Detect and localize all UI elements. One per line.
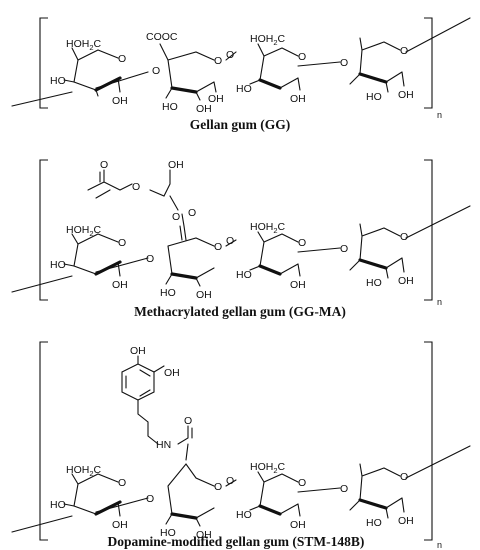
right-bracket xyxy=(424,159,433,301)
hydroxyl-label: OH xyxy=(196,529,212,541)
hydroxyl-label: OH xyxy=(196,289,212,301)
repeat-unit-label: n xyxy=(437,297,442,307)
panel-dopamine-modified-gellan-gum: n OH OH HN O HOH2C O HO OH O xyxy=(11,341,471,550)
backbone-chain xyxy=(11,445,471,533)
hydroxyl-label: HO xyxy=(236,509,252,521)
hydroxyl-label: HO xyxy=(366,91,382,103)
sugar-ring-2: O O HO OH xyxy=(146,237,222,301)
ring-oxygen-label: O xyxy=(298,237,306,249)
ring-oxygen-label: O xyxy=(214,481,222,493)
hydroxyl-label: HO xyxy=(236,83,252,95)
hydroxyl-label: OH xyxy=(196,103,212,115)
hydroxyl-label: OH xyxy=(290,519,306,531)
hydroxyl-label: HO xyxy=(50,75,66,87)
hydroxyl-label: OH xyxy=(290,93,306,105)
sugar-ring-1: HOH2C O HO OH xyxy=(50,224,128,291)
hydroxyl-label: HO xyxy=(50,259,66,271)
hydroxyl-label: OH xyxy=(398,515,414,527)
amide-nitrogen-label: HN xyxy=(156,439,171,451)
sugar-ring-1: HOH2C O HO OH xyxy=(50,464,128,531)
hydroxyl-label: OH xyxy=(112,279,128,291)
hydroxymethyl-label: HOH2C xyxy=(250,461,286,475)
linkage-oxygen-label: O xyxy=(340,57,348,69)
linkage-oxygen-label: O xyxy=(226,49,234,61)
hydroxyl-label: OH xyxy=(112,519,128,531)
ring-oxygen-label: O xyxy=(400,471,408,483)
sugar-ring-3: HOH2C O HO OH O xyxy=(226,221,306,291)
hydroxyl-label: OH xyxy=(112,95,128,107)
hydroxymethyl-label: HOH2C xyxy=(250,221,286,235)
hydroxyl-label: HO xyxy=(160,287,176,299)
hydroxyl-label: OH xyxy=(398,89,414,101)
hydroxyl-label: HO xyxy=(236,269,252,281)
hydroxymethyl-label: HOH2C xyxy=(66,224,102,238)
hydroxyl-label: HO xyxy=(50,499,66,511)
carboxylate-label: COOC xyxy=(146,31,178,43)
methacrylate-side-chain: O O OH O O xyxy=(87,159,196,241)
hydroxyl-label: HO xyxy=(162,101,178,113)
right-bracket xyxy=(424,17,433,109)
hydroxyl-label: OH xyxy=(164,367,180,379)
hydroxyl-label: OH xyxy=(130,345,146,357)
sugar-ring-1: HOH2C O HO OH xyxy=(50,38,128,107)
sugar-ring-3: HOH2C O HO OH O xyxy=(226,461,306,531)
hydroxyl-label: OH xyxy=(168,159,184,171)
hydroxymethyl-label: HOH2C xyxy=(250,33,286,47)
left-bracket xyxy=(39,17,48,109)
structure-caption: Gellan gum (GG) xyxy=(190,117,291,132)
ring-oxygen-label: O xyxy=(298,51,306,63)
linkage-oxygen-label: O xyxy=(146,253,154,265)
linkage-oxygen-label: O xyxy=(226,475,234,487)
sugar-ring-4: O O HO OH xyxy=(340,37,414,103)
ring-oxygen-label: O xyxy=(118,237,126,249)
amide-oxygen-label: O xyxy=(184,415,192,427)
ring-oxygen-label: O xyxy=(400,231,408,243)
linkage-oxygen-label: O xyxy=(340,483,348,495)
panel-gellan-gum: n HOH2C O HO OH COOC O O HO OH OH xyxy=(11,17,471,132)
ring-oxygen-label: O xyxy=(214,55,222,67)
hydroxymethyl-label: HOH2C xyxy=(66,464,102,478)
linkage-oxygen-label: O xyxy=(226,235,234,247)
ester-oxygen-label: O xyxy=(172,211,180,223)
hydroxyl-label: OH xyxy=(290,279,306,291)
hydroxyl-label: OH xyxy=(398,275,414,287)
backbone-chain xyxy=(11,17,471,107)
linkage-oxygen-label: O xyxy=(152,65,160,77)
ester-carbonyl-oxygen-label: O xyxy=(100,159,108,171)
hydroxyl-label: HO xyxy=(366,517,382,529)
hydroxyl-label: HO xyxy=(160,527,176,539)
sugar-ring-2: O O HO OH xyxy=(146,463,222,541)
structure-caption: Dopamine-modified gellan gum (STM-148B) xyxy=(108,534,365,549)
repeat-unit-label: n xyxy=(437,540,442,550)
sugar-ring-3: HOH2C O HO OH O xyxy=(226,33,306,105)
panel-methacrylated-gellan-gum: n O O OH O O HOH2C O HO OH O O HO xyxy=(11,159,471,319)
ring-oxygen-label: O xyxy=(118,53,126,65)
linkage-oxygen-label: O xyxy=(340,243,348,255)
sugar-ring-4: O O HO OH xyxy=(340,223,414,289)
dopamine-side-chain: OH OH HN O xyxy=(121,345,193,461)
ring-oxygen-label: O xyxy=(118,477,126,489)
carbonyl-oxygen-label: O xyxy=(188,207,196,219)
repeat-unit-label: n xyxy=(437,110,442,120)
hydroxyl-label: OH xyxy=(208,93,224,105)
left-bracket xyxy=(39,159,48,301)
sugar-ring-2: COOC O O HO OH OH xyxy=(146,31,224,115)
linkage-oxygen-label: O xyxy=(146,493,154,505)
ring-oxygen-label: O xyxy=(400,45,408,57)
ester-oxygen-label: O xyxy=(132,181,140,193)
backbone-chain xyxy=(11,205,471,293)
left-bracket xyxy=(39,341,48,541)
structure-caption: Methacrylated gellan gum (GG-MA) xyxy=(134,304,346,319)
ring-oxygen-label: O xyxy=(214,241,222,253)
right-bracket xyxy=(424,341,433,541)
ring-oxygen-label: O xyxy=(298,477,306,489)
hydroxyl-label: HO xyxy=(366,277,382,289)
sugar-ring-4: O O HO OH xyxy=(340,463,414,529)
hydroxymethyl-label: HOH2C xyxy=(66,38,102,52)
